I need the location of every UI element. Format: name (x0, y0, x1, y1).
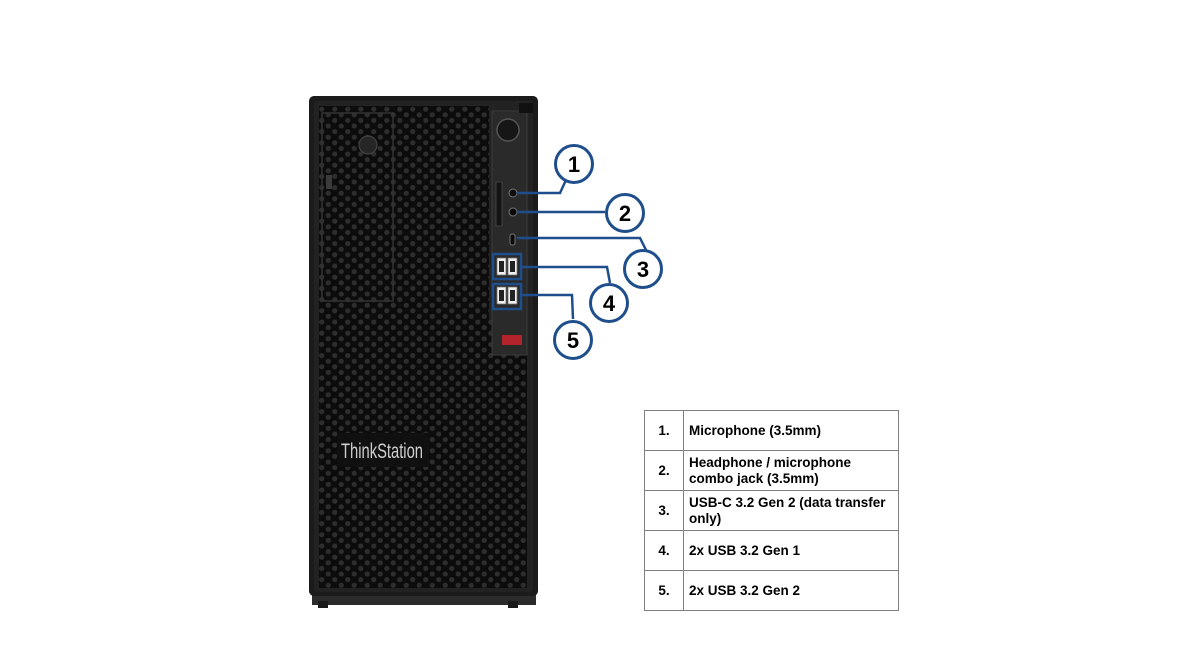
callout-number: 4 (603, 291, 616, 316)
row-number: 2. (645, 451, 684, 491)
workstation-chassis: ThinkStation (309, 96, 538, 608)
callout-number: 2 (619, 201, 631, 226)
row-number: 1. (645, 411, 684, 451)
red-accent-badge (502, 335, 522, 345)
table-row: 1. Microphone (3.5mm) (645, 411, 899, 451)
power-button-icon (497, 119, 519, 141)
table-row: 4. 2x USB 3.2 Gen 1 (645, 531, 899, 571)
usb-c-port-icon (510, 234, 515, 245)
card-reader-slot (496, 182, 502, 226)
callout-number: 5 (567, 328, 579, 353)
port-legend-table: 1. Microphone (3.5mm) 2. Headphone / mic… (644, 410, 899, 611)
brand-wordmark: ThinkStation (341, 440, 423, 463)
table-row: 3. USB-C 3.2 Gen 2 (data transfer only) (645, 491, 899, 531)
headphone-jack-icon (509, 208, 517, 216)
microphone-jack-icon (509, 189, 517, 197)
row-description: 2x USB 3.2 Gen 2 (684, 571, 899, 611)
table-row: 2. Headphone / microphone combo jack (3.… (645, 451, 899, 491)
front-mesh-grille (319, 106, 489, 588)
row-description: USB-C 3.2 Gen 2 (data transfer only) (684, 491, 899, 531)
callout-number: 1 (568, 152, 580, 177)
table-row: 5. 2x USB 3.2 Gen 2 (645, 571, 899, 611)
bay-button-icon (359, 136, 377, 154)
row-description: Headphone / microphone combo jack (3.5mm… (684, 451, 899, 491)
row-number: 3. (645, 491, 684, 531)
front-io-panel (492, 111, 527, 355)
row-number: 5. (645, 571, 684, 611)
row-description: Microphone (3.5mm) (684, 411, 899, 451)
row-number: 4. (645, 531, 684, 571)
row-description: 2x USB 3.2 Gen 1 (684, 531, 899, 571)
callout-number: 3 (637, 257, 649, 282)
